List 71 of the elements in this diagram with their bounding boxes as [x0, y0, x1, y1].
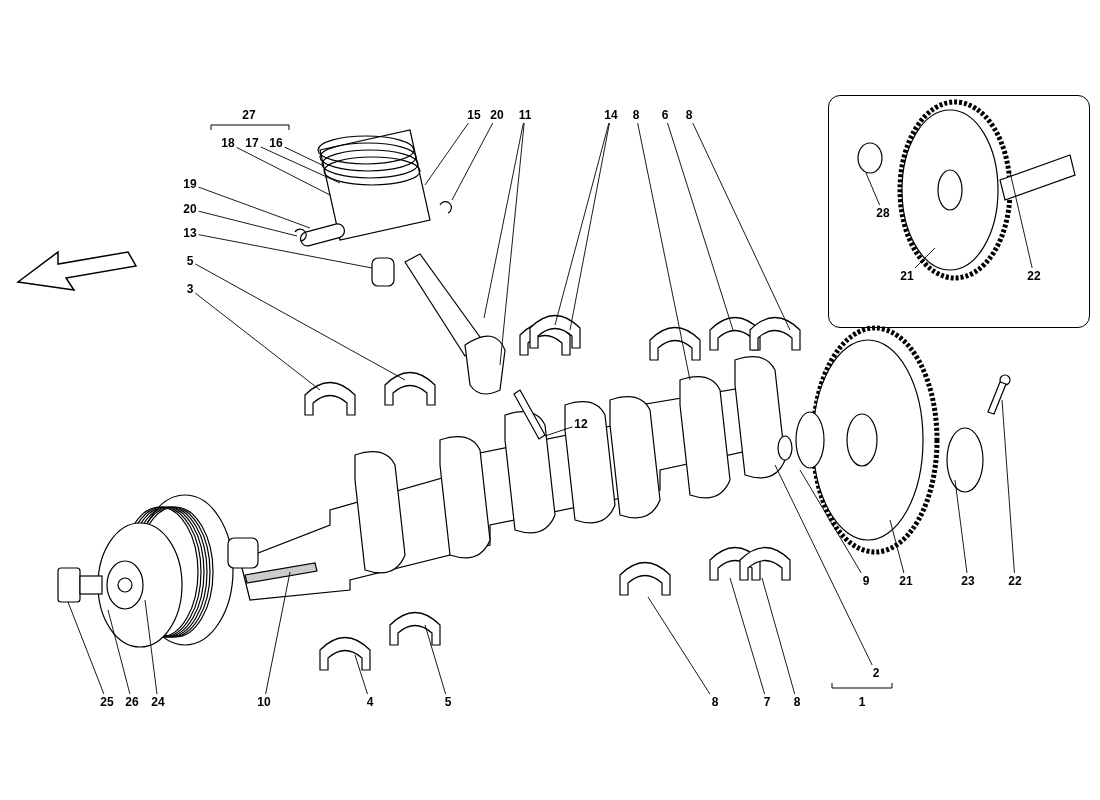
- leader-line: [1009, 171, 1033, 269]
- leader-line: [451, 122, 494, 201]
- leader-line: [107, 609, 131, 695]
- callout-number: 26: [124, 695, 140, 709]
- leader-line: [194, 292, 321, 391]
- leader-line: [729, 577, 766, 695]
- leader-line: [265, 571, 291, 695]
- callout-number: 4: [365, 695, 375, 709]
- leader-line: [692, 122, 791, 331]
- callout-number: 13: [182, 226, 198, 240]
- callout-number: 28: [875, 206, 891, 220]
- callout-number: 15: [466, 108, 482, 122]
- leader-line: [354, 654, 368, 695]
- leader-line: [198, 186, 311, 229]
- callout-number: 2: [871, 666, 881, 680]
- callout-number: 20: [489, 108, 505, 122]
- callout-number: 21: [899, 269, 915, 283]
- callout-number: 19: [182, 177, 198, 191]
- callout-number: 18: [220, 136, 236, 150]
- leader-line: [499, 122, 525, 366]
- callout-number: 14: [603, 108, 619, 122]
- callout-number: 24: [150, 695, 166, 709]
- callout-number: 11: [517, 108, 533, 122]
- callout-number: 22: [1026, 269, 1042, 283]
- leader-line: [424, 624, 447, 695]
- leader-line: [194, 263, 406, 381]
- callout-number: 7: [762, 695, 772, 709]
- leader-line: [260, 146, 341, 184]
- callout-number: 20: [182, 202, 198, 216]
- leader-line: [236, 146, 331, 196]
- leader-line: [67, 601, 105, 695]
- callout-number: 25: [99, 695, 115, 709]
- callout-number: 22: [1007, 574, 1023, 588]
- leader-line: [647, 596, 711, 695]
- callout-number: 6: [660, 108, 670, 122]
- callout-number: 16: [268, 136, 284, 150]
- callout-number: 8: [710, 695, 720, 709]
- leader-line: [865, 172, 881, 206]
- callout-number: 8: [684, 108, 694, 122]
- leader-line: [799, 469, 862, 574]
- leader-line: [198, 234, 373, 269]
- callout-number: 1: [857, 695, 867, 709]
- callout-number: 23: [960, 574, 976, 588]
- callout-number: 8: [631, 108, 641, 122]
- leader-line: [761, 577, 796, 695]
- leader-line: [198, 210, 298, 237]
- leader-line: [144, 599, 158, 695]
- leader-line: [284, 146, 323, 166]
- leader-line: [914, 247, 936, 269]
- leader-line: [889, 519, 905, 574]
- leader-line: [424, 122, 469, 186]
- callout-number: 3: [185, 282, 195, 296]
- leader-line: [554, 122, 610, 326]
- leader-line: [569, 122, 610, 331]
- leader-line: [637, 122, 691, 381]
- leader-line: [667, 122, 734, 331]
- callout-number: 27: [241, 108, 257, 122]
- callout-number: 5: [443, 695, 453, 709]
- callout-number: 12: [573, 417, 589, 431]
- callout-number: 21: [898, 574, 914, 588]
- callout-number: 17: [244, 136, 260, 150]
- callout-number: 8: [792, 695, 802, 709]
- leader-line: [1001, 399, 1015, 574]
- leader-line: [954, 479, 968, 574]
- callout-number: 9: [861, 574, 871, 588]
- leader-line: [483, 122, 524, 319]
- inset-frame: [828, 95, 1090, 328]
- leader-line: [544, 426, 573, 437]
- callout-number: 5: [185, 254, 195, 268]
- callout-number: 10: [256, 695, 272, 709]
- leader-line: [774, 464, 873, 666]
